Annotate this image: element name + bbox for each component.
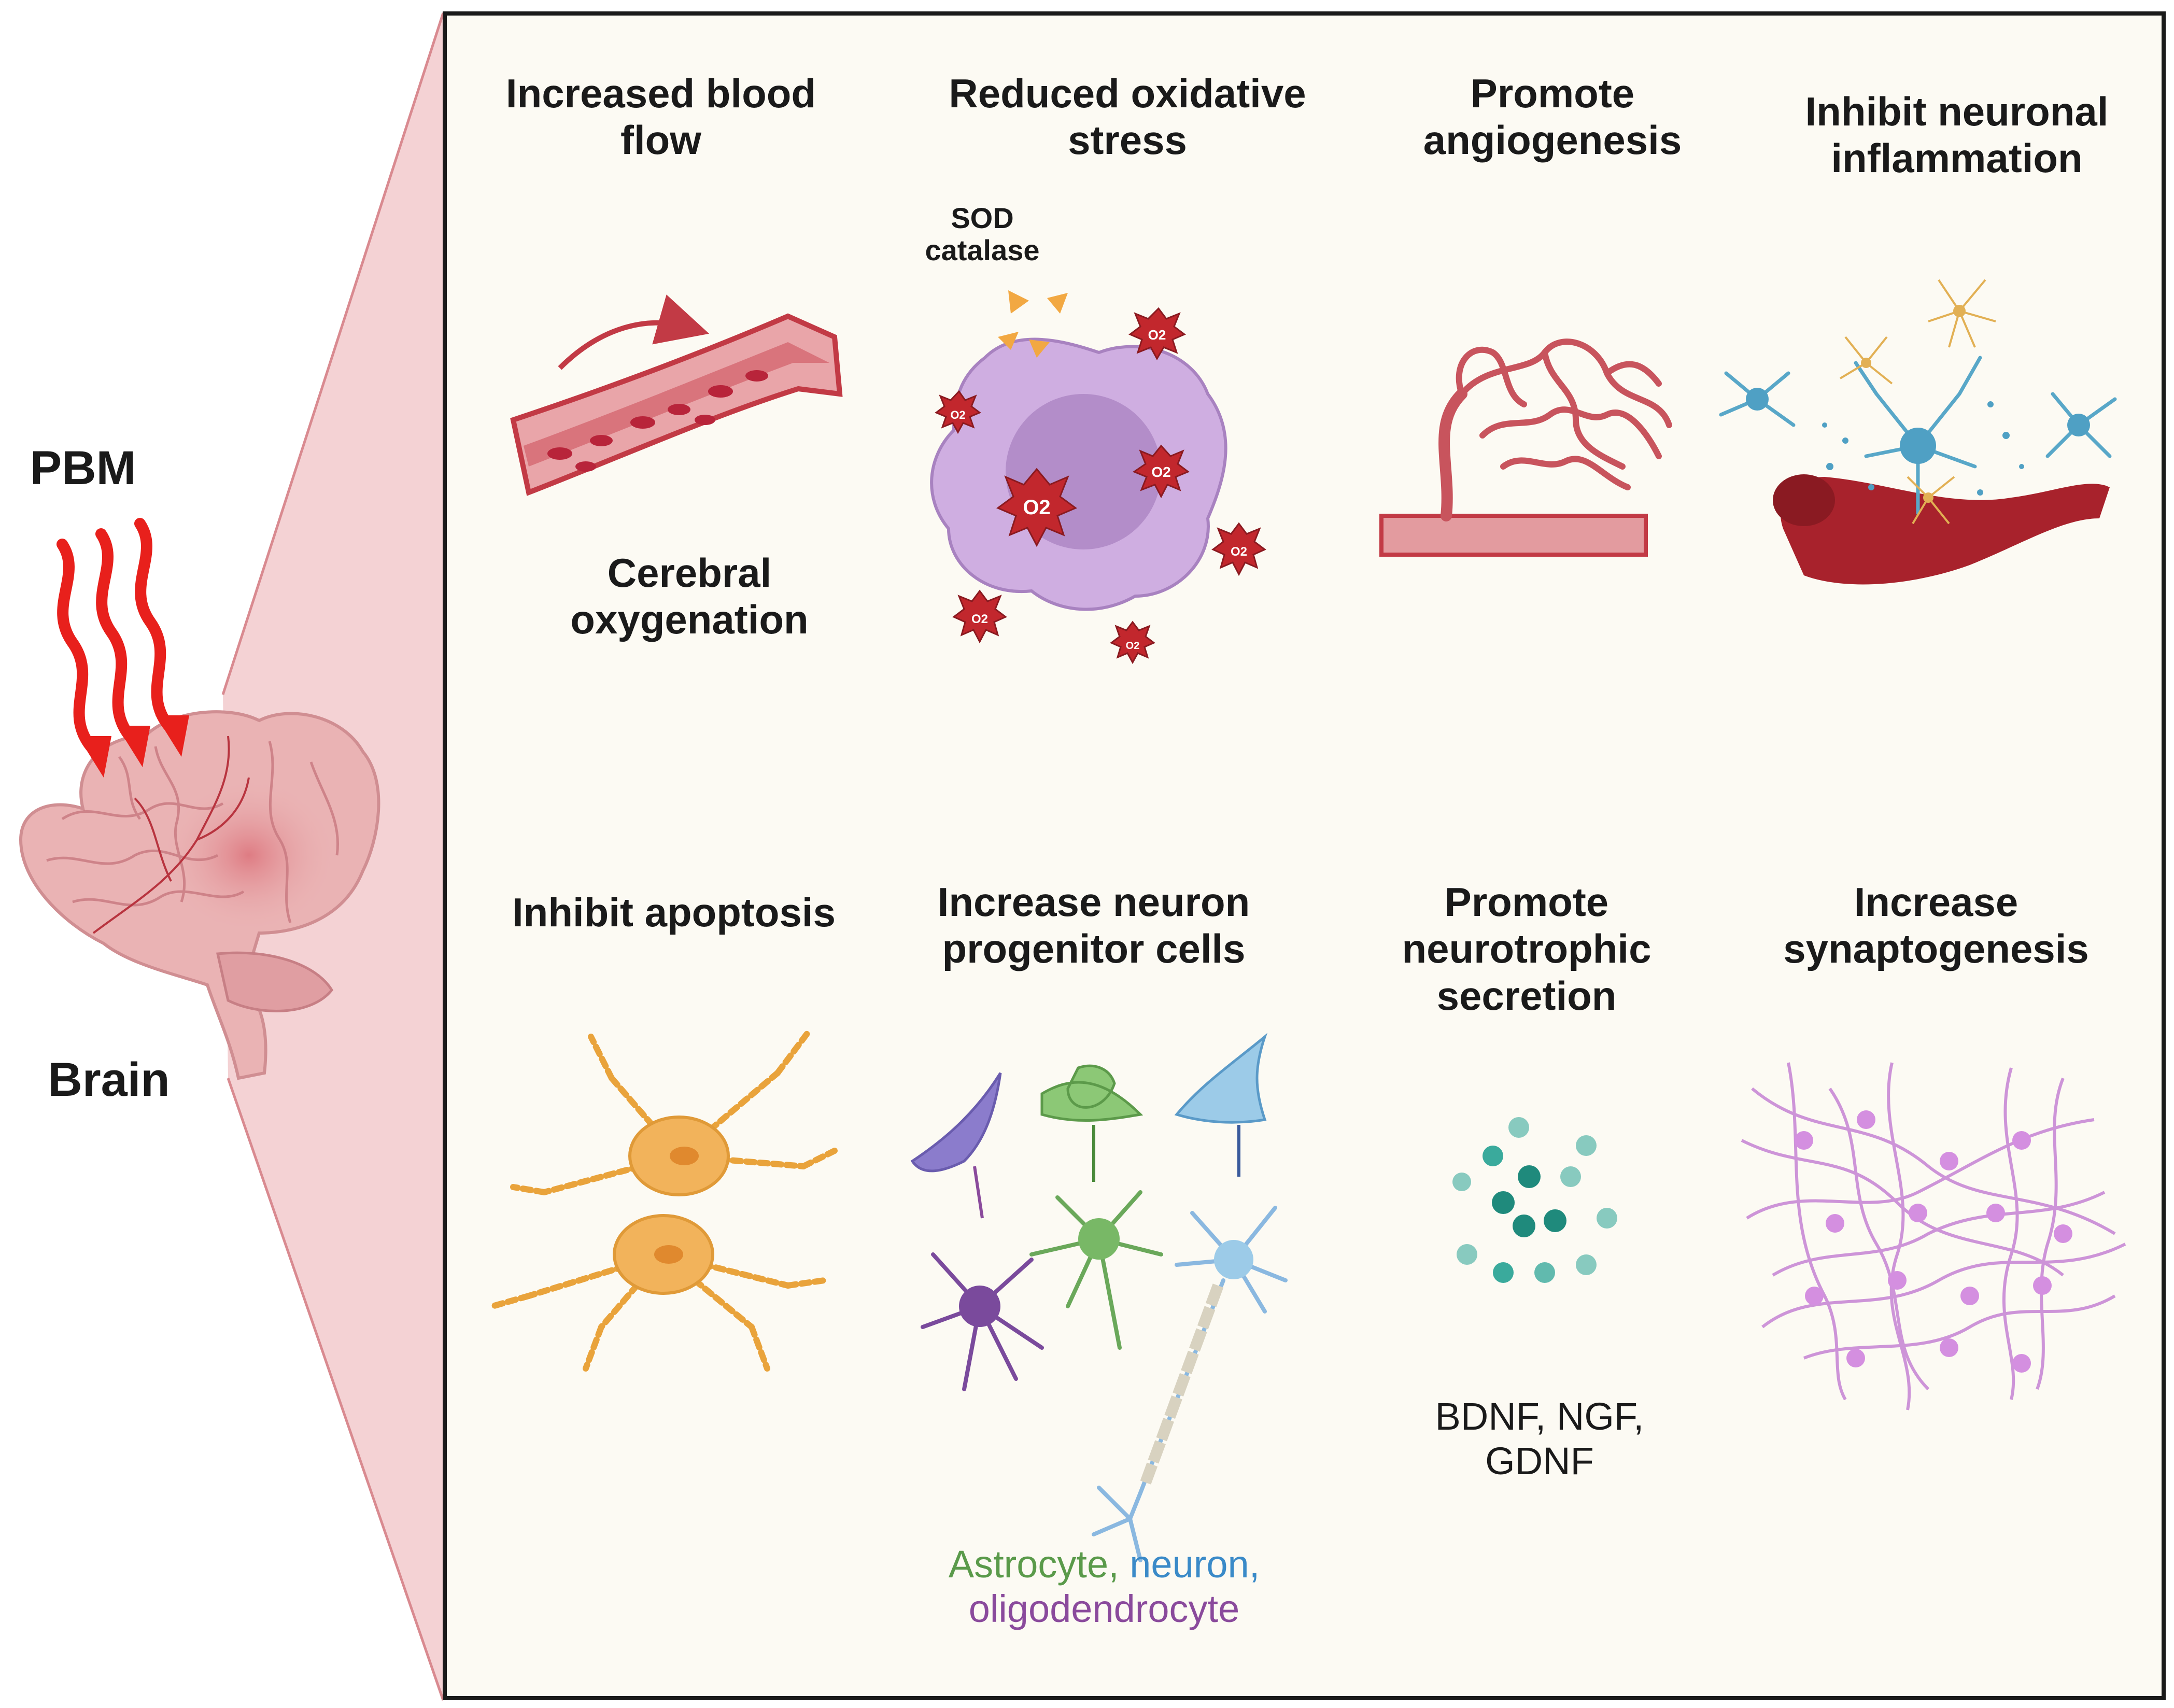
- label-astrocyte: Astrocyte,: [948, 1543, 1119, 1586]
- svg-text:O2: O2: [1023, 496, 1050, 519]
- neuroinflammation-illustration: [1719, 279, 2117, 585]
- svg-text:O2: O2: [1126, 640, 1140, 652]
- title-inhibit-apoptosis: Inhibit apoptosis: [512, 890, 836, 935]
- brain-label: Brain: [48, 1053, 170, 1106]
- caption-cell-types: Astrocyte, neuron, oligodendrocyte: [897, 1542, 1311, 1631]
- oxidative-cell-illustration: O2 O2 O2 O2 O2 O2 O2: [930, 290, 1266, 665]
- neurotrophic-factors-illustration: [1452, 1117, 1617, 1283]
- brain-illustration: [19, 710, 380, 1080]
- label-oligodendrocyte: oligodendrocyte: [968, 1587, 1240, 1630]
- blood-vessel-illustration: [510, 294, 843, 496]
- svg-text:O2: O2: [971, 612, 988, 626]
- svg-text:O2: O2: [1231, 545, 1247, 559]
- synaptic-network-illustration: [1741, 1062, 2126, 1410]
- label-neuron: neuron,: [1130, 1543, 1260, 1586]
- progenitor-cells-illustration: [910, 1033, 1288, 1562]
- svg-text:O2: O2: [1151, 464, 1170, 480]
- pbm-light-arrows: [57, 518, 174, 752]
- svg-text:O2: O2: [950, 408, 965, 421]
- apoptotic-neurons-illustration: [489, 1028, 838, 1372]
- caption-bdnf-ngf-gdnf: BDNF, NGF,GDNF: [1435, 1395, 1644, 1483]
- mechanisms-panel: [443, 11, 2166, 1700]
- superoxide-label: O2: [1148, 327, 1166, 343]
- pbm-label: PBM: [30, 442, 136, 495]
- angiogenesis-illustration: [1379, 338, 1672, 557]
